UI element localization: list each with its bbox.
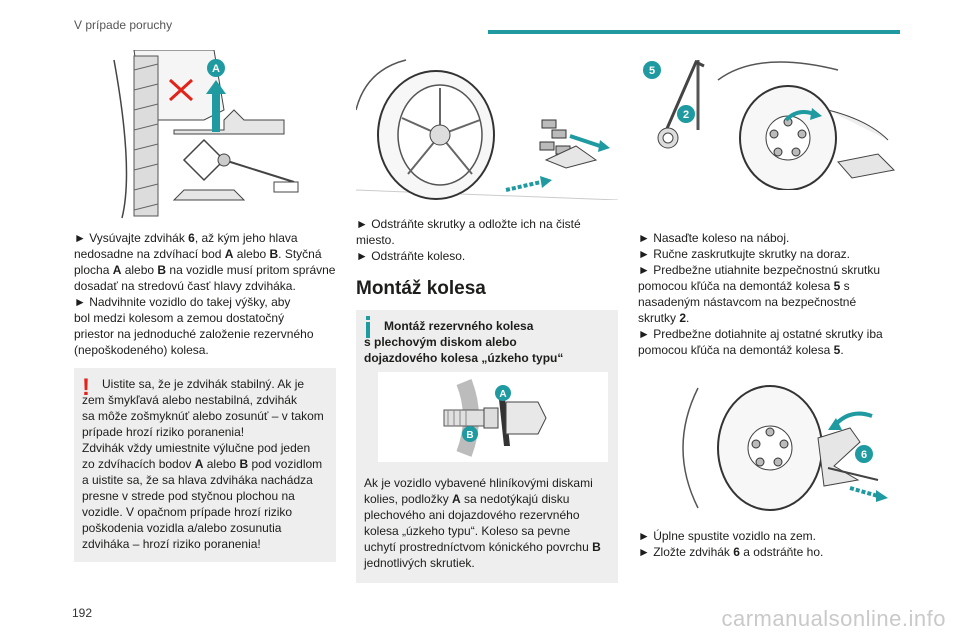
column-3: 5 2 ► Nasaďte koleso na náboj.► Ručne za… xyxy=(638,50,900,560)
info-icon xyxy=(366,316,370,338)
lowering-jack-illustration: 6 xyxy=(638,368,900,518)
info-text: Ak je vozidlo vybavené hliníkovými diska… xyxy=(364,476,601,570)
figure-label-a: A xyxy=(499,389,506,400)
warning-icon: ! xyxy=(82,374,90,401)
column-2: ► Odstráňte skrutky a odložte ich na čis… xyxy=(356,50,618,583)
wheel-mounting-illustration: 5 2 xyxy=(638,50,900,190)
col1-line: ► Vysúvajte zdvihák 6, až kým jeho hlava… xyxy=(74,231,336,357)
header-title: V prípade poruchy xyxy=(74,18,173,32)
col3-text-b: ► Úplne spustite vozidlo na zem.► Zložte… xyxy=(638,528,900,560)
header-accent-bar xyxy=(488,30,900,34)
col2-text: ► Odstráňte skrutky a odložte ich na čis… xyxy=(356,216,618,264)
section-heading: Montáž kolesa xyxy=(356,278,486,299)
col2-line: ► Odstráňte skrutky a odložte ich na čis… xyxy=(356,217,581,263)
watermark: carmanualsonline.info xyxy=(721,606,946,631)
figure-label-b: B xyxy=(466,430,473,441)
figure-label-6: 6 xyxy=(861,449,867,461)
warning-text: Uistite sa, že je zdvihák stabilný. Ak j… xyxy=(82,377,324,551)
col3-text: ► Nasaďte koleso na náboj.► Ručne zaskru… xyxy=(638,230,900,358)
figure-label-2: 2 xyxy=(683,109,689,121)
col3-line: ► Nasaďte koleso na náboj.► Ručne zaskru… xyxy=(638,231,883,357)
jack-lifting-illustration: A xyxy=(74,50,336,220)
wheel-bolts-removal-illustration xyxy=(356,50,618,200)
figure-label-5: 5 xyxy=(649,65,655,77)
column-1: A ► Vysúvajte zdvihák 6, až kým jeho hla… xyxy=(74,50,336,562)
page-number: 192 xyxy=(72,606,93,620)
col1-text: ► Vysúvajte zdvihák 6, až kým jeho hlava… xyxy=(74,230,336,358)
warning-box: ! Uistite sa, že je zdvihák stabilný. Ak… xyxy=(74,368,336,562)
bolt-washer-illustration: A B xyxy=(378,372,608,462)
figure-label-a: A xyxy=(212,63,220,75)
col3-line-b: ► Úplne spustite vozidlo na zem.► Zložte… xyxy=(638,529,824,559)
